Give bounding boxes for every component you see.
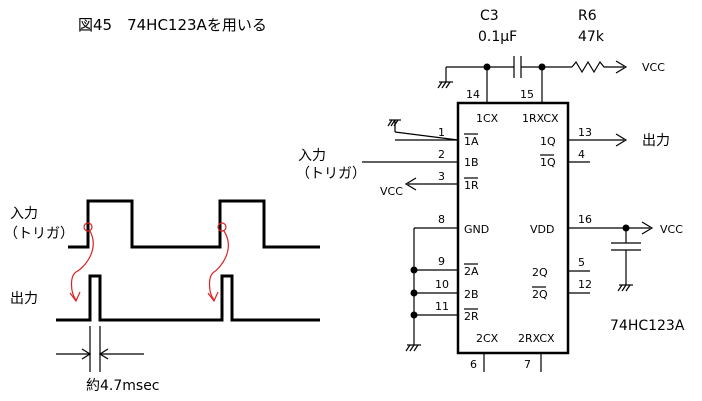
pin-8: 8	[438, 213, 445, 226]
pin-4: 4	[578, 148, 585, 161]
chip-pin-gnd: GND	[464, 223, 489, 236]
chip-pin-1rxcx: 1RXCX	[522, 112, 559, 125]
chip-name: 74HC123A	[610, 318, 685, 334]
chip-pin-1q: 1Q	[540, 135, 556, 148]
ground-symbol-bottom	[405, 344, 421, 352]
junction-pin10	[410, 289, 418, 297]
junction-pin11	[410, 311, 418, 319]
chip-pin-1r: 1R	[464, 179, 479, 192]
trigger-arrow-1-head	[69, 291, 81, 303]
pin-16: 16	[578, 213, 592, 226]
chip-pin-2q: 2Q	[532, 266, 548, 279]
vcc-label-vdd: VCC	[660, 223, 683, 236]
pulse-width-label: 約4.7msec	[86, 378, 160, 394]
ground-symbol-bypass	[617, 284, 633, 292]
trigger-arrow-1	[70, 230, 94, 301]
chip-pin-1q-bar: 1Q	[540, 156, 556, 169]
chip-pin-2q-bar: 2Q	[532, 288, 548, 301]
resistor-r6	[571, 60, 624, 74]
pin-14: 14	[466, 88, 480, 101]
trigger-arrow-2	[208, 230, 229, 301]
chip-pin-2b: 2B	[464, 288, 479, 301]
circuit-input-label: 入力	[298, 148, 326, 164]
chip-pin-1cx: 1CX	[476, 112, 499, 125]
r6-value: 47k	[578, 29, 605, 45]
pin-7: 7	[524, 358, 531, 371]
chip-pin-2rxcx: 2RXCX	[518, 332, 555, 345]
pin-10: 10	[435, 278, 449, 291]
pin-3: 3	[438, 170, 445, 183]
chip-pin-1b: 1B	[464, 156, 479, 169]
chip-pin-vdd: VDD	[530, 223, 554, 236]
wave-output-label: 出力	[10, 291, 38, 307]
chip-pin-2a: 2A	[464, 265, 479, 278]
chip-pin-2r: 2R	[464, 310, 479, 323]
c3-value: 0.1μF	[478, 29, 517, 45]
trigger-marker-2	[217, 222, 227, 232]
timing-waveform: 入力 （トリガ） 出力 約4.7msec	[4, 199, 320, 394]
junction-pin9	[410, 266, 418, 274]
pin-2: 2	[438, 148, 445, 161]
chip-pin-1a: 1A	[464, 135, 479, 148]
circuit-input-sub: （トリガ）	[296, 166, 366, 182]
wire-pin1	[394, 131, 459, 141]
pin-1: 1	[438, 126, 445, 139]
pin-5: 5	[578, 256, 585, 269]
circuit-output-label: 出力	[642, 133, 670, 149]
figure-title: 図45 74HC123Aを用いる	[78, 16, 267, 34]
pulse-width-arrow-left	[81, 348, 92, 360]
r6-name: R6	[578, 8, 597, 24]
pulse-width-arrow-right	[98, 348, 109, 360]
wave-input-sub: （トリガ）	[4, 226, 74, 242]
trigger-arrow-2-head	[207, 291, 219, 303]
output-waveform	[56, 274, 320, 322]
output-arrow	[615, 133, 628, 147]
c3-name: C3	[480, 8, 499, 24]
pin-9: 9	[438, 255, 445, 268]
wave-input-label: 入力	[10, 206, 38, 222]
trigger-marker-1	[83, 222, 93, 232]
ground-symbol-top	[437, 67, 453, 89]
ground-symbol-pin1	[387, 119, 401, 132]
chip-pin-2cx: 2CX	[476, 332, 499, 345]
vcc-arrow-top	[615, 60, 628, 74]
pin-13: 13	[578, 126, 592, 139]
pin-12: 12	[578, 278, 592, 291]
input-waveform	[68, 199, 320, 249]
vcc-arrow-vdd	[641, 221, 654, 235]
vcc-arrow-pin3	[404, 177, 417, 191]
pin-6: 6	[470, 358, 477, 371]
pin-11: 11	[435, 300, 449, 313]
vcc-label-pin3: VCC	[380, 185, 403, 198]
pin-15: 15	[520, 88, 534, 101]
vcc-label-top: VCC	[642, 61, 665, 74]
circuit: C3 0.1μF R6 47k VCC 14 15 1CX 1RXCX	[296, 8, 685, 372]
